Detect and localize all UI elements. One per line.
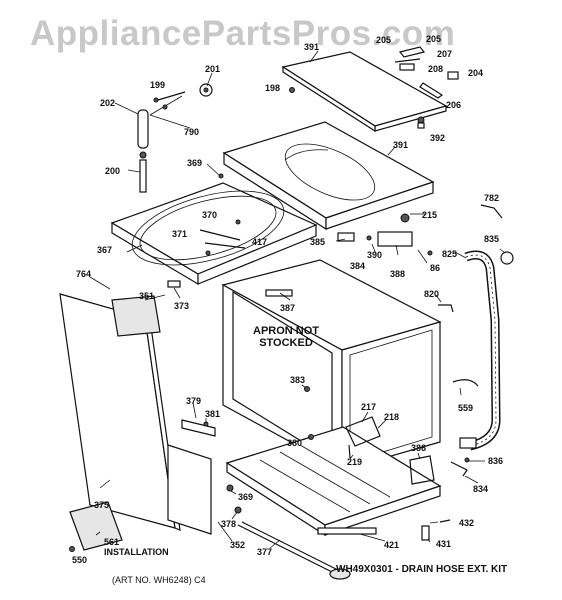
part-label-782: 782: [484, 193, 500, 203]
part-label-198: 198: [265, 83, 281, 93]
lid-part: [281, 51, 448, 133]
part-label-384: 384: [350, 261, 366, 271]
part-label-371: 371: [172, 229, 188, 239]
part-label-825: 825: [442, 249, 458, 259]
part-label-375: 375: [94, 500, 110, 510]
part-label-380: 380: [287, 438, 303, 448]
part-label-217: 217: [361, 402, 377, 412]
hinge-assembly: [137, 83, 295, 193]
part-label-351: 351: [139, 291, 155, 301]
apron-note-line-2: STOCKED: [259, 337, 313, 349]
part-label-820: 820: [424, 289, 440, 299]
part-label-391: 391: [304, 42, 320, 52]
drain-hose-part: [459, 250, 501, 451]
part-label-432: 432: [459, 518, 475, 528]
part-label-204: 204: [468, 68, 484, 78]
part-label-215: 215: [422, 210, 438, 220]
leader-lines: [89, 50, 506, 549]
front-panel-part: [59, 293, 181, 531]
part-label-387: 387: [280, 303, 296, 313]
part-label-206: 206: [446, 100, 462, 110]
part-label-417: 417: [252, 237, 268, 247]
part-label-421: 421: [384, 540, 400, 550]
installation-envelope: [69, 501, 123, 551]
part-label-367: 367: [97, 245, 113, 255]
part-label-559: 559: [458, 403, 474, 413]
part-label-834: 834: [473, 484, 489, 494]
part-label-201: 201: [205, 64, 221, 74]
part-label-379: 379: [186, 396, 202, 406]
part-label-385: 385: [310, 237, 326, 247]
part-label-369: 369: [187, 158, 203, 168]
drain-hose-kit-note: WH49X0301 - DRAIN HOSE EXT. KIT: [336, 564, 508, 575]
part-label-391: 391: [393, 140, 409, 150]
base-frame-part: [110, 182, 318, 286]
small-parts: [69, 173, 514, 552]
part-label-378: 378: [221, 519, 237, 529]
top-cover-part: [222, 121, 435, 231]
part-label-388: 388: [390, 269, 406, 279]
part-label-835: 835: [484, 234, 500, 244]
part-label-352: 352: [230, 540, 246, 550]
part-label-431: 431: [436, 539, 452, 549]
part-label-205: 205: [426, 34, 442, 44]
switch-parts: [394, 46, 459, 129]
part-label-86: 86: [430, 263, 441, 273]
part-label-369: 369: [238, 492, 254, 502]
apron-not-stocked-note: APRON NOT STOCKED: [240, 325, 332, 349]
kick-plate-part: [167, 419, 216, 535]
part-label-836: 836: [488, 456, 504, 466]
part-label-205: 205: [376, 35, 392, 45]
part-label-561: 561: [104, 537, 120, 547]
part-label-219: 219: [347, 457, 363, 467]
part-label-377: 377: [257, 547, 273, 557]
part-label-386: 386: [411, 443, 427, 453]
part-label-383: 383: [290, 375, 306, 385]
part-label-390: 390: [367, 250, 383, 260]
part-label-373: 373: [174, 301, 190, 311]
part-label-218: 218: [384, 412, 400, 422]
part-label-202: 202: [100, 98, 116, 108]
part-label-199: 199: [150, 80, 166, 90]
part-label-392: 392: [430, 133, 446, 143]
installation-label: INSTALLATION: [104, 547, 169, 557]
watermark: AppliancePartsPros.com: [30, 14, 456, 53]
rail-part: [237, 521, 351, 580]
part-label-370: 370: [202, 210, 218, 220]
part-label-381: 381: [205, 409, 221, 419]
art-number: (ART NO. WH6248) C4: [112, 575, 206, 585]
part-label-207: 207: [437, 49, 453, 59]
apron-note-line-1: APRON NOT: [253, 325, 319, 337]
part-label-764: 764: [76, 269, 92, 279]
part-label-208: 208: [428, 64, 444, 74]
part-label-550: 550: [72, 555, 88, 565]
part-label-200: 200: [105, 166, 121, 176]
part-label-790: 790: [184, 127, 200, 137]
